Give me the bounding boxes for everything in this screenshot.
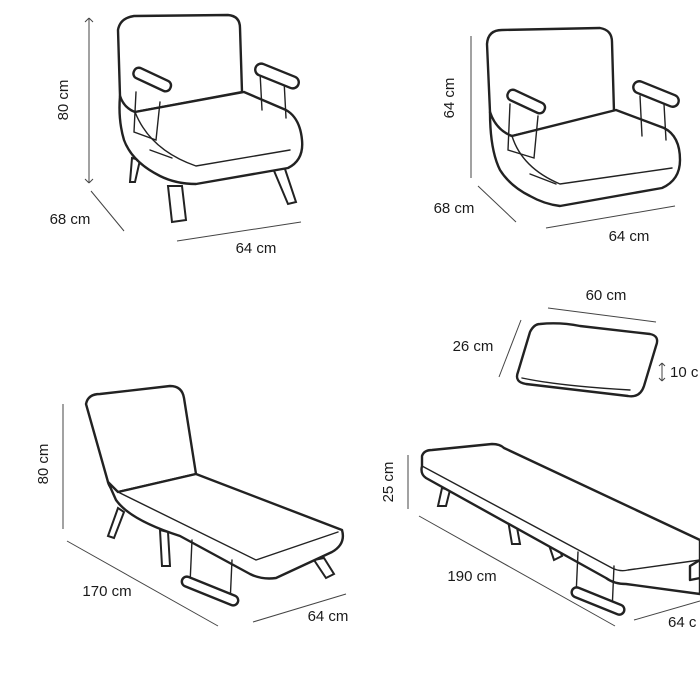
pillow-seam <box>521 377 631 391</box>
pillow-depth-label: 26 cm <box>453 338 494 355</box>
lounger-backrest <box>84 384 198 494</box>
armchair-width-label: 64 cm <box>236 240 277 257</box>
armchair-low-armrest-left <box>506 88 547 115</box>
armchair-leg-back-right <box>270 165 298 206</box>
lounger-leg-3 <box>312 556 336 580</box>
armchair-low-arm-frame-right <box>639 95 667 141</box>
bed-mattress-edge <box>421 465 700 572</box>
pillow-dimensions: 60 cm 26 cm 10 c <box>453 287 699 382</box>
bed-width-label: 64 c <box>668 614 697 631</box>
armchair-armrest-left <box>132 66 173 93</box>
armchair-side-slot <box>149 149 173 159</box>
bed-mattress <box>420 442 700 596</box>
armchair-height-label: 80 cm <box>55 80 72 121</box>
lounger-seat <box>106 472 345 580</box>
armchair-seat-front-edge <box>134 111 291 167</box>
armchair-low-width-line <box>545 205 676 229</box>
armchair-seat <box>118 90 304 186</box>
armchair-low-depth-label: 68 cm <box>434 200 475 217</box>
lounger-width-line <box>252 593 347 623</box>
bed-end-handle <box>688 558 700 582</box>
pillow-width-label: 60 cm <box>586 287 627 304</box>
armchair-low-drawing <box>485 26 682 208</box>
bed-width-line <box>633 600 700 621</box>
armchair-low-seat-edge <box>511 135 673 185</box>
armchair-depth-label: 68 cm <box>50 211 91 228</box>
armchair-dimensions: 80 cm 68 cm 64 cm <box>50 17 302 257</box>
armchair-low-height-label: 64 cm <box>441 78 458 119</box>
bed-length-line <box>418 515 616 627</box>
lounger-length-label: 170 cm <box>82 583 131 600</box>
bed-height-label: 25 cm <box>380 462 397 503</box>
pillow-width-line <box>547 307 657 323</box>
armchair-drawing <box>116 13 304 224</box>
armchair-low-armrest-right <box>632 80 680 108</box>
lounger-seat-edge <box>117 491 339 561</box>
pillow-body <box>515 322 659 398</box>
armchair-width-line <box>176 221 302 242</box>
armchair-arm-frame-left <box>133 91 161 141</box>
bed-armrest <box>570 586 626 616</box>
lounger-armrest <box>180 575 240 607</box>
lounger-drawing <box>84 384 345 607</box>
pillow-depth-line <box>498 319 522 378</box>
lounger-dimensions: 80 cm 170 cm 64 cm <box>35 404 349 627</box>
armchair-low-side-slot <box>529 173 557 185</box>
lounger-height-label: 80 cm <box>35 444 52 485</box>
armchair-low-arm-frame-left <box>507 103 539 159</box>
lounger-leg-1 <box>106 506 126 540</box>
armchair-low-seat <box>488 108 682 208</box>
lounger-leg-2 <box>158 528 172 567</box>
pillow-height-label: 10 c <box>670 364 699 381</box>
armchair-armrest-right <box>254 62 300 90</box>
armchair-leg-front-right <box>166 185 188 224</box>
lounger-width-label: 64 cm <box>308 608 349 625</box>
pillow-drawing <box>515 322 659 398</box>
armchair-low-width-label: 64 cm <box>609 228 650 245</box>
bed-drawing <box>420 442 700 616</box>
armchair-depth-line <box>90 190 125 232</box>
armchair-low-depth-line <box>477 185 517 223</box>
bed-length-label: 190 cm <box>447 568 496 585</box>
bed-dimensions: 25 cm 190 cm 64 c <box>380 455 700 631</box>
lounger-length-line <box>66 540 219 627</box>
armchair-low-dimensions: 64 cm 68 cm 64 cm <box>434 36 676 245</box>
